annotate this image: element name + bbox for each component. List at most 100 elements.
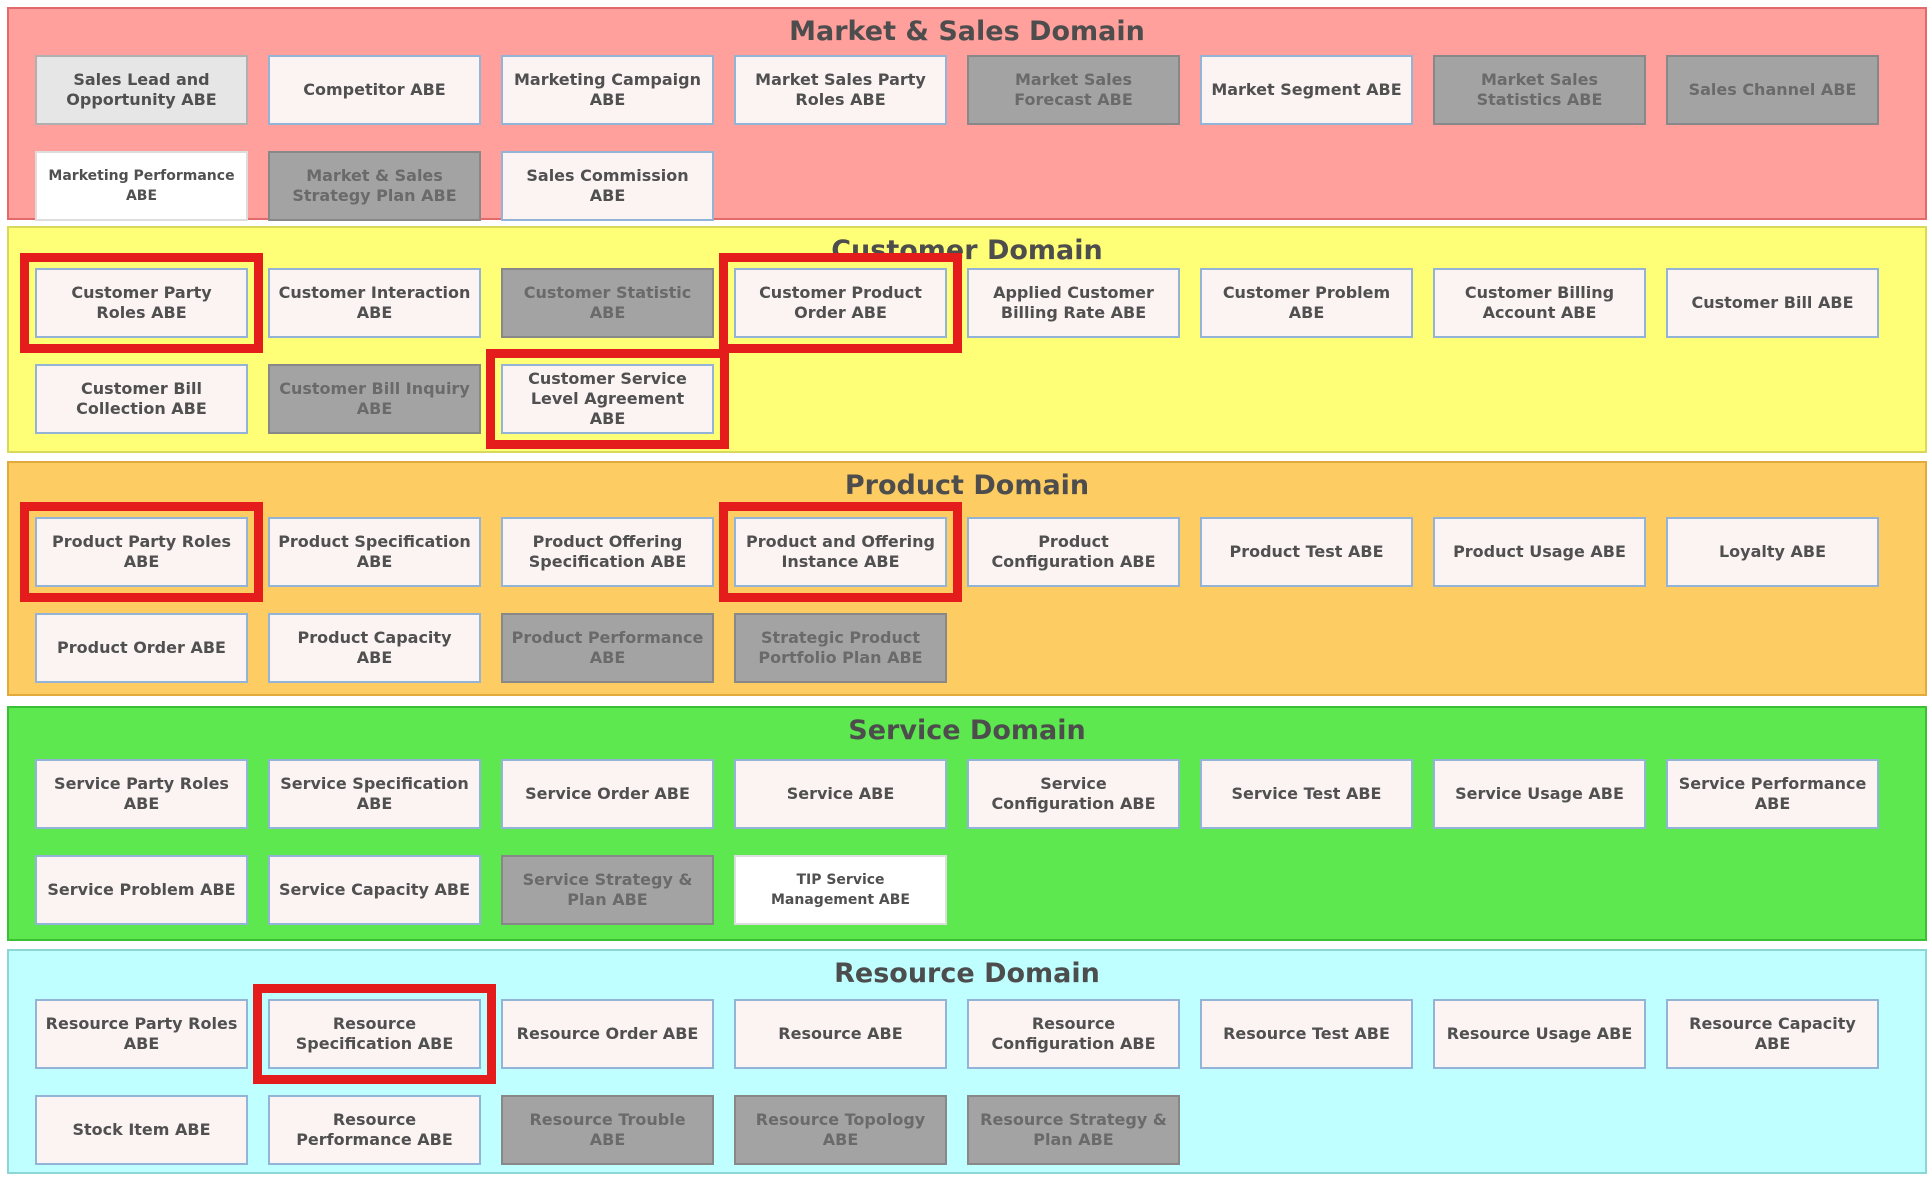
abe-box[interactable]: Service Usage ABE: [1433, 759, 1646, 829]
abe-label: Resource Usage ABE: [1446, 1024, 1633, 1043]
abe-label: Service Performance ABE: [1678, 774, 1867, 813]
abe-box[interactable]: Customer Problem ABE: [1200, 268, 1413, 338]
abe-box[interactable]: Resource Strategy & Plan ABE: [967, 1095, 1180, 1165]
abe-label: Product Usage ABE: [1453, 542, 1626, 561]
abe-box[interactable]: Resource ABE: [734, 999, 947, 1069]
abe-label: TIP Service Management ABE: [771, 872, 910, 908]
abe-box[interactable]: Resource Topology ABE: [734, 1095, 947, 1165]
abe-label: Market Sales Party Roles ABE: [755, 70, 926, 109]
abe-label: Service Configuration ABE: [991, 774, 1156, 813]
abe-box[interactable]: Customer Party Roles ABE: [35, 268, 248, 338]
abe-box[interactable]: Loyalty ABE: [1666, 517, 1879, 587]
abe-box[interactable]: Applied Customer Billing Rate ABE: [967, 268, 1180, 338]
abe-box[interactable]: Sales Commission ABE: [501, 151, 714, 221]
abe-box[interactable]: Marketing Performance ABE: [35, 151, 248, 221]
abe-box[interactable]: Customer Interaction ABE: [268, 268, 481, 338]
abe-box[interactable]: Resource Performance ABE: [268, 1095, 481, 1165]
abe-box[interactable]: Resource Test ABE: [1200, 999, 1413, 1069]
abe-box[interactable]: Product Order ABE: [35, 613, 248, 683]
abe-box[interactable]: Service Party Roles ABE: [35, 759, 248, 829]
abe-label: Market & Sales Strategy Plan ABE: [292, 166, 457, 205]
abe-box[interactable]: Product Test ABE: [1200, 517, 1413, 587]
abe-label: Product Performance ABE: [511, 628, 704, 667]
abe-box[interactable]: Service Performance ABE: [1666, 759, 1879, 829]
abe-box[interactable]: Product Specification ABE: [268, 517, 481, 587]
abe-box[interactable]: Resource Order ABE: [501, 999, 714, 1069]
abe-box[interactable]: Resource Specification ABE: [268, 999, 481, 1069]
abe-label: Customer Party Roles ABE: [71, 283, 212, 322]
abe-box[interactable]: Market Sales Forecast ABE: [967, 55, 1180, 125]
abe-box[interactable]: Market Segment ABE: [1200, 55, 1413, 125]
abe-label: Customer Service Level Agreement ABE: [528, 369, 687, 428]
abe-label: Product Order ABE: [57, 638, 226, 657]
abe-box[interactable]: Sales Lead and Opportunity ABE: [35, 55, 248, 125]
abe-box[interactable]: Service Problem ABE: [35, 855, 248, 925]
abe-label: Resource Party Roles ABE: [45, 1014, 238, 1053]
abe-label: Resource ABE: [778, 1024, 903, 1043]
abe-label: Resource Strategy & Plan ABE: [980, 1110, 1167, 1149]
abe-label: Customer Bill ABE: [1691, 293, 1854, 312]
abe-label: Service Capacity ABE: [279, 880, 470, 899]
abe-box[interactable]: Product Performance ABE: [501, 613, 714, 683]
abe-label: Strategic Product Portfolio Plan ABE: [758, 628, 923, 667]
abe-box[interactable]: Customer Bill ABE: [1666, 268, 1879, 338]
abe-box[interactable]: Competitor ABE: [268, 55, 481, 125]
abe-box[interactable]: Customer Service Level Agreement ABE: [501, 364, 714, 434]
abe-box[interactable]: Sales Channel ABE: [1666, 55, 1879, 125]
abe-box[interactable]: Product Party Roles ABE: [35, 517, 248, 587]
abe-label: Market Sales Statistics ABE: [1476, 70, 1603, 109]
abe-box[interactable]: Stock Item ABE: [35, 1095, 248, 1165]
domain-title-service: Service Domain: [848, 715, 1086, 746]
abe-box[interactable]: Service Test ABE: [1200, 759, 1413, 829]
abe-label: Service Test ABE: [1231, 784, 1382, 803]
abe-label: Product Configuration ABE: [991, 532, 1156, 571]
abe-label: Resource Topology ABE: [755, 1110, 926, 1149]
abe-label: Resource Capacity ABE: [1689, 1014, 1856, 1053]
abe-label: Product and Offering Instance ABE: [746, 532, 935, 571]
abe-box[interactable]: Strategic Product Portfolio Plan ABE: [734, 613, 947, 683]
abe-label: Resource Performance ABE: [296, 1110, 453, 1149]
domain-title-product: Product Domain: [844, 470, 1090, 501]
abe-label: Customer Bill Inquiry ABE: [279, 379, 470, 418]
abe-box[interactable]: Service Configuration ABE: [967, 759, 1180, 829]
abe-box[interactable]: Service Strategy & Plan ABE: [501, 855, 714, 925]
abe-box[interactable]: Service Specification ABE: [268, 759, 481, 829]
abe-box[interactable]: Customer Billing Account ABE: [1433, 268, 1646, 338]
domain-title-market: Market & Sales Domain: [789, 16, 1145, 47]
abe-box[interactable]: Service Order ABE: [501, 759, 714, 829]
abe-box[interactable]: Marketing Campaign ABE: [501, 55, 714, 125]
abe-box[interactable]: Product Capacity ABE: [268, 613, 481, 683]
abe-box[interactable]: Resource Party Roles ABE: [35, 999, 248, 1069]
abe-box[interactable]: Resource Configuration ABE: [967, 999, 1180, 1069]
abe-box[interactable]: TIP Service Management ABE: [734, 855, 947, 925]
abe-box[interactable]: Service Capacity ABE: [268, 855, 481, 925]
domain-title-resource: Resource Domain: [834, 958, 1100, 989]
abe-label: Marketing Campaign ABE: [513, 70, 701, 109]
abe-box[interactable]: Service ABE: [734, 759, 947, 829]
abe-box[interactable]: Product Offering Specification ABE: [501, 517, 714, 587]
abe-box[interactable]: Customer Product Order ABE: [734, 268, 947, 338]
abe-box[interactable]: Resource Trouble ABE: [501, 1095, 714, 1165]
abe-box[interactable]: Market Sales Party Roles ABE: [734, 55, 947, 125]
abe-box[interactable]: Product and Offering Instance ABE: [734, 517, 947, 587]
abe-box[interactable]: Customer Bill Inquiry ABE: [268, 364, 481, 434]
abe-box[interactable]: Market & Sales Strategy Plan ABE: [268, 151, 481, 221]
abe-label: Customer Billing Account ABE: [1464, 283, 1615, 322]
abe-label: Sales Lead and Opportunity ABE: [66, 70, 217, 109]
abe-label: Customer Problem ABE: [1222, 283, 1391, 322]
abe-box[interactable]: Resource Usage ABE: [1433, 999, 1646, 1069]
abe-box[interactable]: Customer Bill Collection ABE: [35, 364, 248, 434]
abe-label: Service ABE: [786, 784, 895, 803]
abe-box[interactable]: Market Sales Statistics ABE: [1433, 55, 1646, 125]
abe-label: Loyalty ABE: [1718, 542, 1827, 561]
abe-label: Resource Trouble ABE: [529, 1110, 686, 1149]
abe-box[interactable]: Resource Capacity ABE: [1666, 999, 1879, 1069]
abe-label: Product Specification ABE: [278, 532, 471, 571]
abe-box[interactable]: Product Configuration ABE: [967, 517, 1180, 587]
abe-box[interactable]: Customer Statistic ABE: [501, 268, 714, 338]
abe-box[interactable]: Product Usage ABE: [1433, 517, 1646, 587]
